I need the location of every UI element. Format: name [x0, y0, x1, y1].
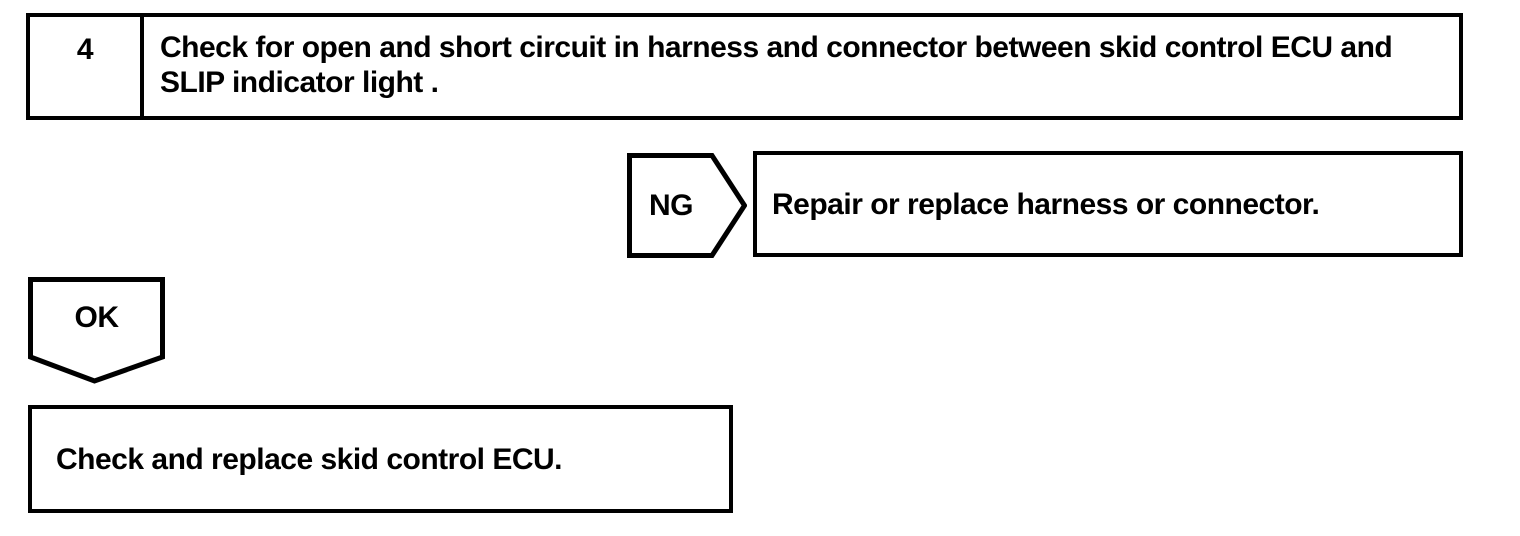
- step-box: 4 Check for open and short circuit in ha…: [26, 13, 1463, 120]
- ok-action-box: Check and replace skid control ECU.: [28, 405, 733, 513]
- step-number-cell: 4: [30, 17, 144, 116]
- step-number: 4: [76, 33, 94, 66]
- ng-action-box: Repair or replace harness or connector.: [753, 151, 1463, 257]
- ng-pentagon-outline: [627, 153, 747, 258]
- ok-connector-label: OK: [74, 300, 120, 334]
- ok-action-text: Check and replace skid control ECU.: [56, 442, 563, 476]
- ok-pentagon-outline: [28, 277, 165, 384]
- step-instruction: Check for open and short circuit in harn…: [160, 31, 1393, 99]
- ok-pentagon-down-icon: [28, 277, 165, 384]
- ng-action-text: Repair or replace harness or connector.: [772, 187, 1320, 221]
- ng-connector-label: NG: [649, 189, 694, 222]
- ng-pentagon-right-icon: [627, 153, 747, 258]
